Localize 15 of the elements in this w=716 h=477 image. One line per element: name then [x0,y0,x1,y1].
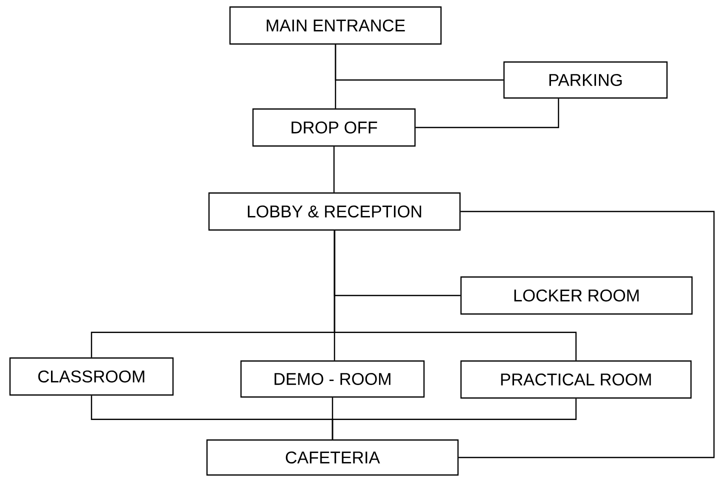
connector-line [332,398,577,440]
connector-line [334,230,577,360]
room-box: PRACTICAL ROOM [460,360,692,399]
connector-line [333,146,335,192]
room-box: CAFETERIA [206,439,459,476]
room-box: MAIN ENTRANCE [229,6,442,45]
connector-line [334,44,504,81]
connector-line [416,98,560,128]
room-box: PARKING [503,61,668,99]
room-box: DEMO - ROOM [240,360,425,398]
connector-line [458,210,715,458]
room-box: DROP OFF [252,108,416,147]
room-box: CLASSROOM [9,357,174,396]
room-box: LOCKER ROOM [460,276,693,315]
room-box: LOBBY & RECEPTION [208,192,461,231]
